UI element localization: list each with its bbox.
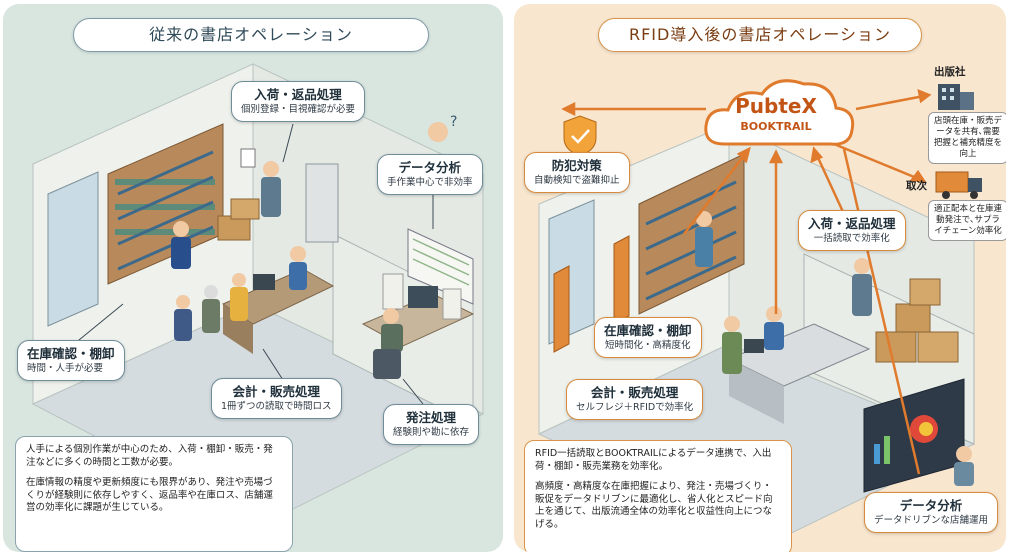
left-callout-analysis: データ分析 手作業中心で非効率 — [377, 154, 483, 195]
distributor-label: 取次 — [906, 180, 927, 192]
left-panel-conventional: 従来の書店オペレーション — [3, 4, 503, 552]
self-register-icon — [744, 339, 764, 353]
left-store-illustration: ? — [31, 63, 485, 525]
cardboard-boxes-icon — [875, 278, 959, 363]
right-description-p1: RFID一括読取とBOOKTRAILによるデータ連携で、入出荷・棚卸・販売業務を… — [535, 448, 772, 472]
left-description-box: 人手による個別作業が中心のため、入荷・棚卸・販売・発注などに多くの時間と工数が必… — [15, 436, 293, 552]
left-description-p2: 在庫情報の精度や更新頻度にも限界があり、発注や売場づくりが経験則に依存しやすく、… — [26, 477, 273, 513]
left-analysis-sub: 手作業中心で非効率 — [387, 177, 473, 188]
right-checkout-sub: セルフレジ＋RFIDで効率化 — [576, 402, 694, 413]
publisher-label: 出版社 — [934, 66, 966, 78]
right-callout-analysis: データ分析 データドリブンな店舗運用 — [864, 492, 999, 533]
left-inventory-heading: 在庫確認・棚卸 — [27, 346, 115, 361]
staff-scanner-icon — [695, 227, 713, 267]
right-analysis-sub: データドリブンな店舗運用 — [874, 515, 989, 526]
shield-icon — [563, 115, 597, 157]
receiving-staff-icon — [261, 177, 281, 217]
right-security-sub: 自動検知で盗難抑止 — [534, 175, 620, 186]
right-analysis-heading: データ分析 — [899, 498, 963, 513]
right-callout-inventory: 在庫確認・棚卸 短時間化・高精度化 — [594, 317, 702, 358]
left-checkout-sub: 1冊ずつの読取で時間ロス — [221, 401, 332, 412]
cardboard-boxes-icon — [217, 198, 260, 241]
right-inventory-sub: 短時間化・高精度化 — [605, 340, 691, 351]
left-callout-receiving: 入荷・返品処理 個別登録・目視確認が必要 — [231, 81, 366, 122]
right-callout-checkout: 会計・販売処理 セルフレジ＋RFIDで効率化 — [566, 379, 704, 420]
pubtex-booktrail-cloud: PubteX BOOKTRAIL — [708, 80, 844, 152]
customers-icon — [174, 273, 248, 341]
publisher-description: 店頭在庫・販売データを共有､需要把握と補充精度を向上 — [928, 112, 1006, 164]
back-door-icon — [305, 163, 339, 243]
customer-icon — [722, 332, 742, 374]
svg-text:?: ? — [450, 114, 457, 130]
distributor-description: 適正配本と在庫連動発注で､サプライチェーン効率化 — [928, 200, 1006, 241]
left-panel-title: 従来の書店オペレーション — [73, 18, 429, 52]
right-receiving-heading: 入荷・返品処理 — [808, 216, 896, 231]
dashboard-screen-icon — [863, 378, 965, 493]
left-receiving-heading: 入荷・返品処理 — [254, 87, 342, 102]
bookshelf-icon — [107, 123, 224, 285]
left-callout-checkout: 会計・販売処理 1冊ずつの読取で時間ロス — [211, 378, 342, 419]
left-ordering-sub: 経験則や勘に依存 — [393, 427, 470, 438]
cloud-brand: PubteX — [735, 94, 817, 118]
left-description-p1: 人手による個別作業が中心のため、入荷・棚卸・販売・発注などに多くの時間と工数が必… — [26, 444, 273, 468]
left-receiving-sub: 個別登録・目視確認が必要 — [241, 104, 356, 115]
right-inventory-heading: 在庫確認・棚卸 — [604, 323, 692, 338]
confused-person-icon — [428, 122, 448, 142]
right-panel-title: RFID導入後の書店オペレーション — [598, 18, 922, 52]
right-description-box: RFID一括読取とBOOKTRAILによるデータ連携で、入出荷・棚卸・販売業務を… — [524, 440, 792, 552]
bookshelf-icon — [638, 153, 745, 315]
left-inventory-sub: 時間・人手が必要 — [27, 363, 104, 374]
data-board-icon — [407, 228, 474, 305]
truck-icon — [935, 171, 982, 199]
monitor-icon — [408, 286, 438, 308]
entrance-door-icon — [47, 171, 99, 327]
staff-worker-icon — [171, 237, 191, 269]
right-callout-receiving: 入荷・返品処理 一括読取で効率化 — [798, 210, 906, 251]
right-security-heading: 防犯対策 — [551, 158, 602, 173]
left-callout-inventory: 在庫確認・棚卸 時間・人手が必要 — [17, 340, 125, 381]
register-icon — [253, 274, 275, 290]
left-checkout-heading: 会計・販売処理 — [232, 384, 321, 399]
security-gate-icon — [553, 235, 630, 353]
right-receiving-sub: 一括読取で効率化 — [813, 233, 890, 244]
cloud-icon — [704, 79, 855, 146]
right-checkout-heading: 会計・販売処理 — [590, 385, 679, 400]
right-callout-security: 防犯対策 自動検知で盗難抑止 — [524, 152, 630, 193]
office-chair-icon — [373, 349, 401, 379]
receiving-staff-icon — [852, 274, 872, 316]
building-icon — [938, 84, 974, 110]
left-analysis-heading: データ分析 — [398, 160, 462, 175]
checklist-icon — [240, 148, 256, 168]
right-panel-rfid: RFID導入後の書店オペレーション — [514, 4, 1006, 552]
left-ordering-heading: 発注処理 — [406, 410, 457, 425]
right-description-p2: 高頻度・高精度な在庫把握により、発注・売場づくり・販促をデータドリブンに最適化し… — [535, 481, 773, 530]
left-callout-ordering: 発注処理 経験則や勘に依存 — [383, 404, 480, 445]
cloud-product: BOOKTRAIL — [740, 120, 812, 133]
